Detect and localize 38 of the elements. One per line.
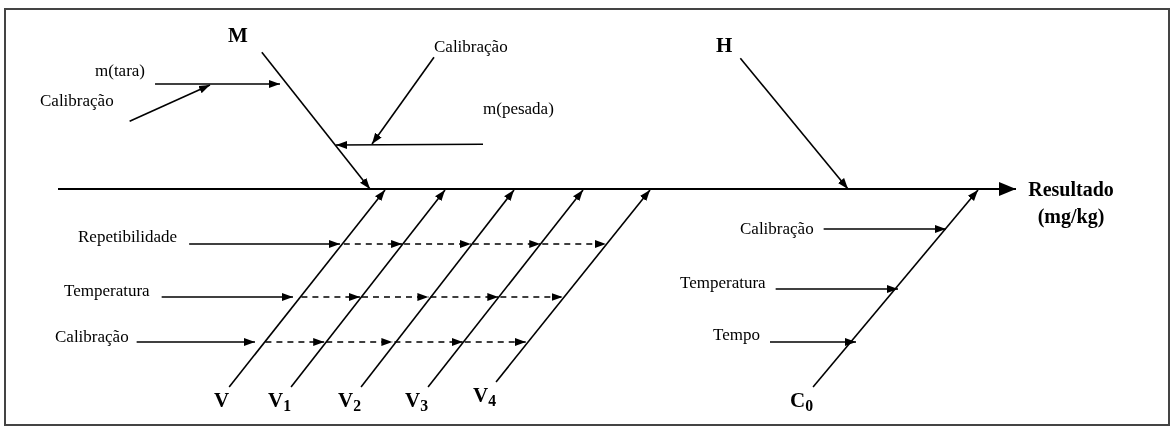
arrow (812, 189, 979, 388)
cause-label: m(tara) (95, 60, 156, 88)
arrow (261, 51, 371, 190)
category-label: V$_{3}$ (405, 387, 429, 414)
arrow (188, 240, 341, 248)
category-label: V$_{2}$ (338, 387, 362, 414)
arrow (495, 189, 651, 383)
arrow (160, 293, 294, 301)
cause-label: Temperatura (64, 280, 162, 302)
arrow (290, 189, 446, 388)
arrow (135, 338, 256, 346)
cause-label: Temperatura (680, 272, 776, 294)
arrow (335, 140, 484, 149)
arrow (739, 57, 849, 190)
category-label: V$_{1}$ (268, 387, 292, 414)
cause-label: m(pesada) (483, 98, 554, 145)
effect-label: Resultado (mg/kg) (1016, 176, 1126, 230)
cause-label: Calibração (40, 90, 130, 122)
cause-label: Calibração (55, 326, 137, 348)
cause-label: Tempo (713, 324, 770, 346)
arrow (822, 225, 947, 233)
category-label: V (214, 387, 230, 414)
arrow (371, 56, 435, 145)
arrow (774, 285, 899, 293)
category-label: H (716, 32, 741, 59)
arrow (228, 189, 386, 388)
cause-label: Calibração (740, 218, 824, 240)
cause-label: Repetibilidade (78, 226, 190, 248)
arrow (128, 84, 211, 123)
category-label: M (228, 22, 262, 53)
arrow (769, 338, 857, 346)
spine-arrow (57, 182, 1017, 196)
arrow (154, 80, 281, 88)
cause-label: Calibração (434, 36, 508, 58)
category-label: C$_{0}$ (790, 387, 814, 414)
category-label: V$_{4}$ (473, 382, 497, 409)
arrow (360, 189, 515, 388)
arrow (427, 189, 584, 388)
